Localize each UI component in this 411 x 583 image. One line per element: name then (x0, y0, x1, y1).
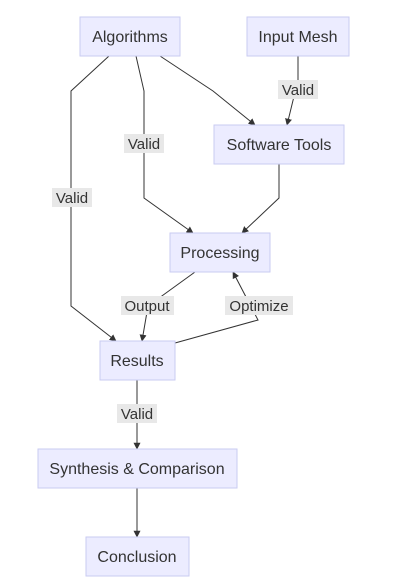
node-algorithms[interactable]: Algorithms (79, 16, 181, 57)
edge-label-results-to-processing: Optimize (225, 296, 293, 315)
node-label: Processing (180, 245, 259, 262)
edge-label-processing-to-results: Output (121, 296, 174, 315)
node-label: Input Mesh (258, 29, 337, 46)
node-label: Software Tools (227, 137, 332, 154)
edge-label-input-to-software: Valid (278, 80, 318, 99)
node-label: Results (110, 353, 163, 370)
edge-label-algorithms-to-results: Valid (52, 188, 92, 207)
edge-label-text: Valid (56, 190, 88, 207)
node-processing[interactable]: Processing (169, 232, 271, 273)
edge-results-to-processing (174, 271, 259, 344)
node-label: Conclusion (97, 549, 176, 566)
edge-label-text: Output (124, 298, 170, 315)
edge-label-text: Valid (282, 82, 314, 99)
edge-software-tools-to-processing (241, 164, 280, 234)
node-label: Synthesis & Comparison (49, 461, 224, 478)
edge-label-text: Optimize (229, 298, 288, 315)
node-conclusion[interactable]: Conclusion (85, 536, 190, 577)
edge-label-results-to-synthesis: Valid (117, 404, 157, 423)
node-results[interactable]: Results (99, 340, 176, 381)
node-synthesis-comparison[interactable]: Synthesis & Comparison (37, 448, 238, 489)
edge-label-text: Valid (121, 406, 153, 423)
edge-label-text: Valid (128, 136, 160, 153)
node-label: Algorithms (92, 29, 168, 46)
node-input-mesh[interactable]: Input Mesh (246, 16, 350, 57)
edge-label-algorithms-to-processing: Valid (124, 134, 164, 153)
edge-algorithms-to-software-tools (159, 55, 256, 126)
node-software-tools[interactable]: Software Tools (213, 124, 345, 165)
